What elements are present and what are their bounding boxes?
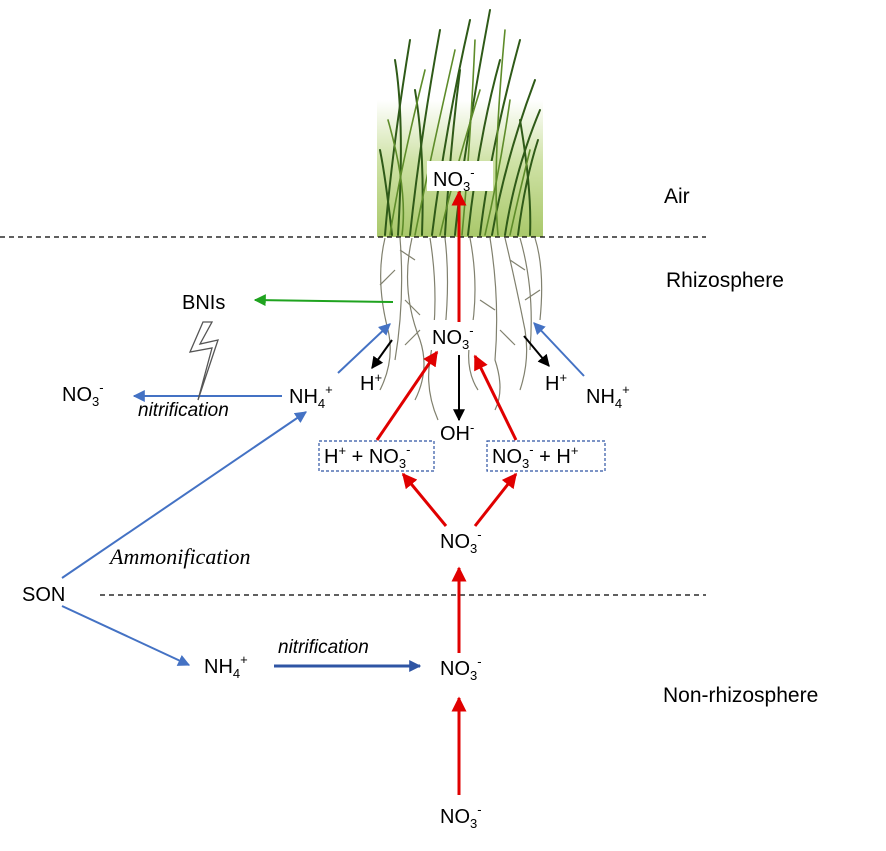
arrow-mid-to-left-complex — [401, 472, 448, 527]
label-no3-nonrhizosphere: NO3- — [440, 654, 482, 683]
ammonium-arrows — [61, 322, 585, 666]
arrow-bnis-release — [253, 294, 394, 307]
label-nh4-rhizosphere-right: NH4+ — [586, 382, 630, 411]
label-no3-shoot: NO3- — [433, 165, 475, 194]
label-ammonification: Ammonification — [108, 544, 251, 569]
label-h-plus-no3: H+ + NO3- — [324, 442, 410, 471]
no3-plus-h-box-right — [486, 440, 606, 472]
label-no3-root: NO3- — [432, 323, 474, 352]
label-no3-mid: NO3- — [440, 527, 482, 556]
arrow-mid-to-right-complex — [473, 472, 518, 527]
arrow-nh4-right-to-root — [533, 322, 585, 377]
label-nh4-rhizosphere-left: NH4+ — [289, 382, 333, 411]
label-nitrification-lower: nitrification — [278, 637, 369, 658]
label-no3-bottom: NO3- — [440, 802, 482, 831]
shoot-no3-bg — [427, 161, 493, 191]
label-h-left: H+ — [360, 370, 382, 395]
nitrate-uptake-arrows — [375, 190, 518, 795]
plant-shoot — [377, 9, 543, 237]
label-oh: OH- — [440, 420, 474, 445]
label-h-right: H+ — [545, 370, 567, 395]
h-plus-no3-box-left — [318, 440, 435, 472]
arrow-son-to-nh4-upper — [61, 411, 307, 579]
label-nh4-nonrhizosphere: NH4+ — [204, 652, 248, 681]
proton-exchange-arrows — [371, 335, 550, 422]
arrow-left-complex-to-root — [375, 350, 439, 441]
label-no3-nitrified-upper: NO3- — [62, 380, 104, 409]
arrow-nh4-left-to-root — [337, 323, 391, 374]
arrow-right-complex-to-root — [473, 354, 518, 441]
arrow-h-left — [371, 339, 393, 369]
label-nitrification-upper: nitrification — [138, 400, 229, 421]
zone-label-non-rhizosphere: Non-rhizosphere — [663, 684, 818, 707]
zone-label-air: Air — [664, 185, 690, 208]
zone-label-rhizosphere: Rhizosphere — [666, 269, 784, 292]
inhibition-bolt-icon — [188, 321, 219, 401]
label-son: SON — [22, 584, 65, 606]
label-bnis: BNIs — [182, 292, 225, 314]
arrow-son-to-nh4-lower — [61, 605, 191, 666]
arrow-h-right — [523, 335, 550, 367]
root-no3-bg — [426, 320, 492, 350]
label-no3-plus-h: NO3- + H+ — [492, 442, 578, 471]
